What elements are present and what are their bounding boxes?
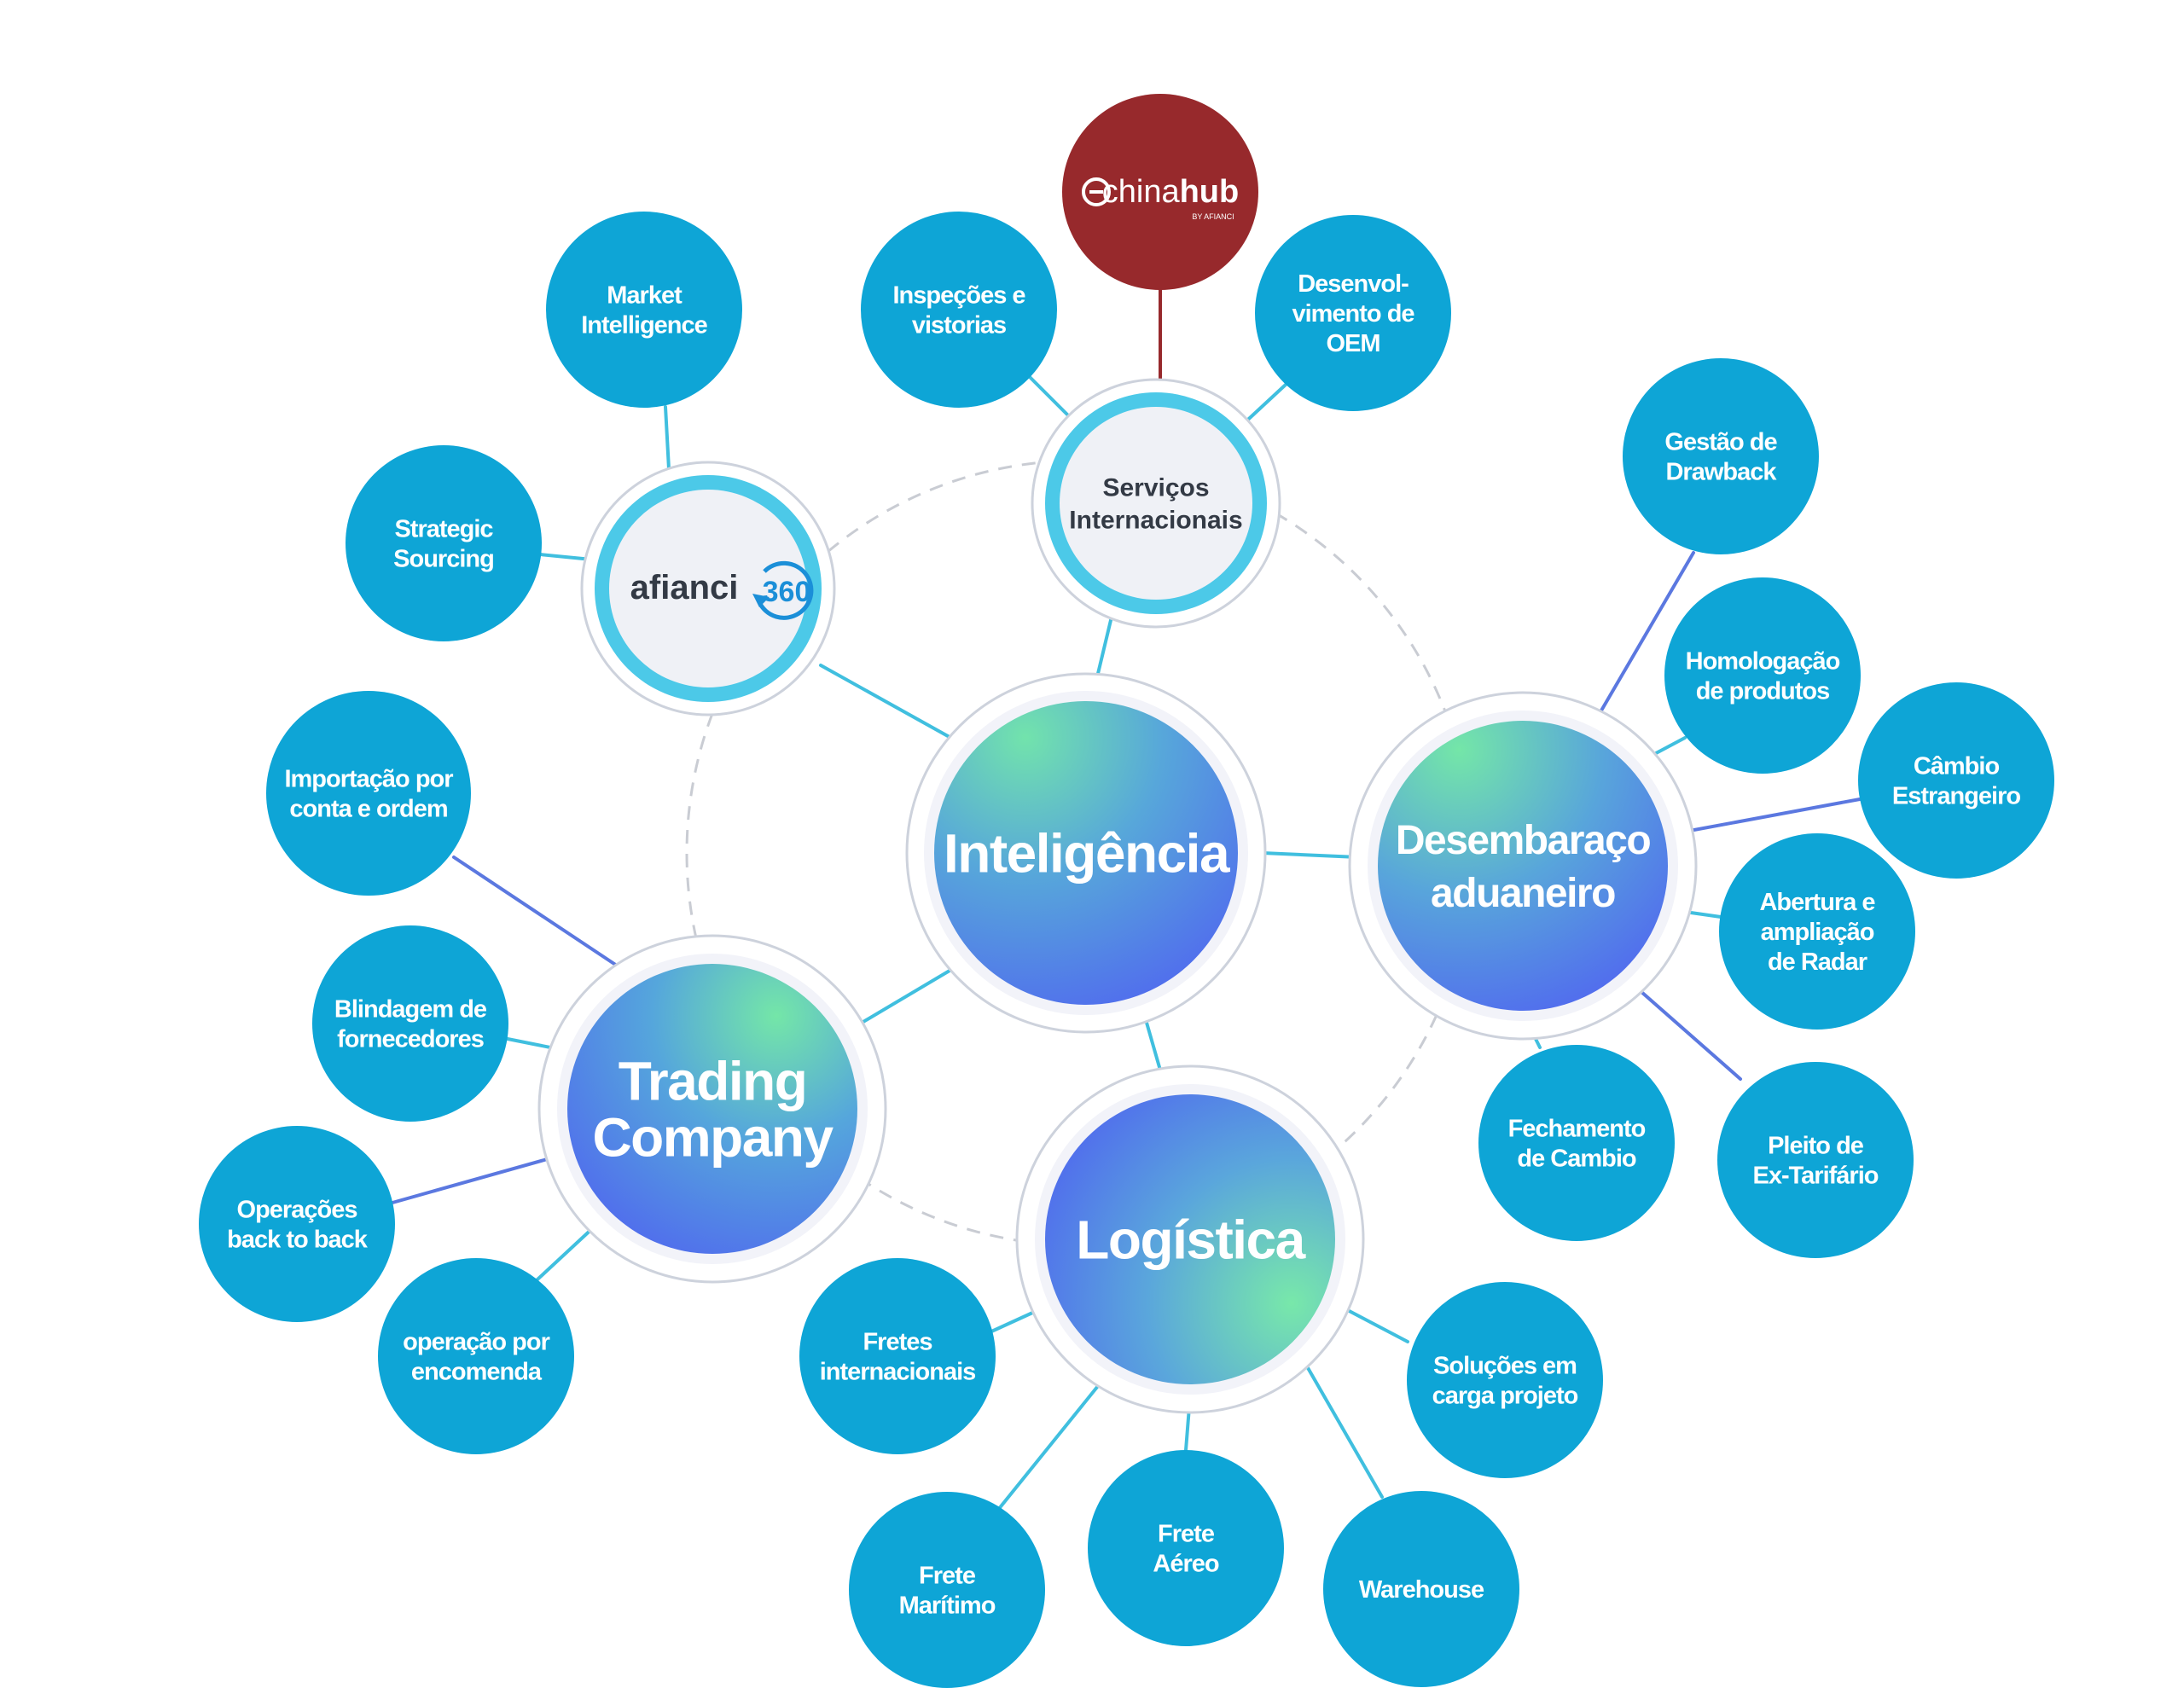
satellite-label: Warehouse: [1359, 1576, 1484, 1604]
chinahub-circle: [1062, 94, 1258, 290]
satellite-circle: [1719, 833, 1915, 1030]
satellite-circle: [266, 691, 471, 896]
connector-line: [391, 1155, 558, 1204]
connector-line: [819, 664, 957, 742]
satellite-circle: [799, 1258, 996, 1454]
satellite-circle: [1858, 682, 2054, 879]
hub-circle: [934, 701, 1238, 1005]
connector-line: [1095, 615, 1113, 682]
hub-label: Inteligência: [944, 822, 1230, 884]
connector-line: [996, 1376, 1107, 1511]
satellite-circle: [1478, 1045, 1675, 1241]
connector-line: [1660, 798, 1862, 838]
satellite-warehouse: Warehouse: [1323, 1491, 1519, 1687]
satellite-circle: [346, 445, 542, 641]
chinahub-logo-icon: [1082, 177, 1111, 206]
hub-circle: [1378, 721, 1668, 1011]
chinahub-name: chinahub: [1102, 174, 1239, 210]
connector-line: [452, 856, 629, 974]
satellite-circle: [378, 1258, 574, 1454]
service-inner: [1060, 407, 1252, 600]
connector-line: [1302, 1359, 1384, 1499]
service-afianci: afianci 360: [580, 461, 836, 716]
satellite-circle: [312, 925, 508, 1122]
satellite-circle: [1623, 358, 1819, 554]
connector-line: [536, 1222, 599, 1281]
satellite-circle: [199, 1126, 395, 1322]
connector-line: [851, 958, 970, 1030]
satellite-circle: [861, 212, 1057, 408]
hub-logistica: Logística: [1015, 1064, 1365, 1414]
connector-line: [1594, 551, 1695, 722]
satellite-circle: [1323, 1491, 1519, 1687]
satellite-circle: [1717, 1062, 1914, 1258]
refresh-arc-icon: [757, 560, 814, 620]
chinahub-tagline: BY AFIANCI: [1192, 212, 1234, 221]
brand-chinahub: chinahub BY AFIANCI: [1062, 94, 1258, 290]
hub-circle: [1045, 1094, 1335, 1384]
connector-line: [1632, 983, 1742, 1081]
service-inner: [609, 490, 807, 687]
hub-circle: [567, 964, 857, 1254]
connector-line: [1339, 1305, 1409, 1343]
satellite-circle: [849, 1492, 1045, 1688]
arrow-head-icon: [752, 594, 770, 607]
hub-inteligencia: Inteligência: [905, 672, 1267, 1034]
connector-line: [1261, 851, 1360, 859]
satellite-circle: [1407, 1282, 1603, 1478]
satellite-circle: [1088, 1450, 1284, 1646]
satellite-circle: [546, 212, 742, 408]
afianci-logo-text: afianci: [630, 569, 739, 606]
satellite-circle: [1255, 215, 1451, 411]
afianci-badge-360: 360: [763, 576, 811, 608]
hub-label: Logística: [1076, 1209, 1305, 1270]
satellite-circle: [1664, 577, 1861, 774]
